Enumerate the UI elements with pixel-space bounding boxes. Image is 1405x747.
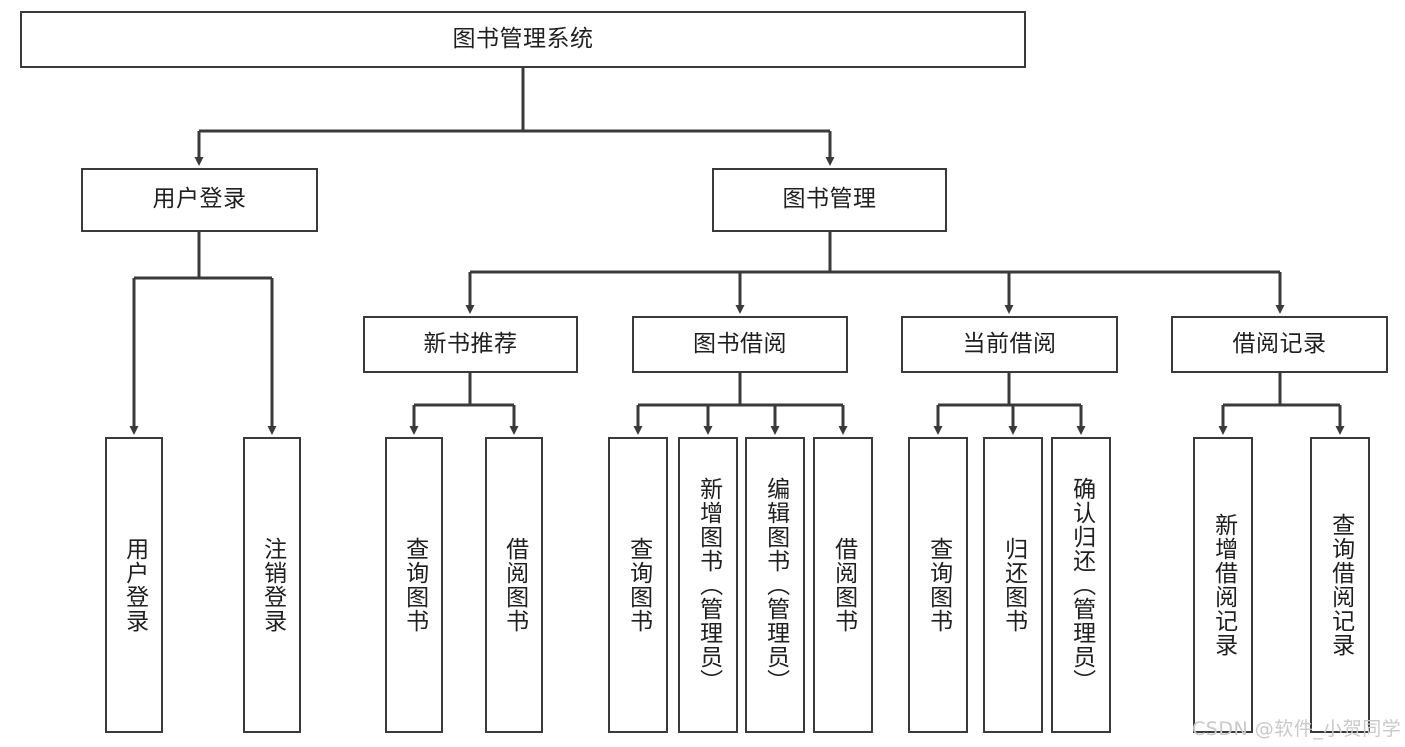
node-label: 新增借阅记录: [1210, 513, 1237, 657]
node-label: 借阅图书: [501, 537, 528, 633]
node-label: 用户登录: [121, 537, 148, 633]
node-borrow-record[interactable]: 借阅记录: [1171, 316, 1388, 373]
node-label: 图书借阅: [693, 330, 787, 357]
node-root-system[interactable]: 图书管理系统: [20, 11, 1026, 68]
node-label: 查询图书: [925, 537, 952, 633]
node-label: 查询图书: [401, 537, 428, 633]
node-label: 借阅图书: [830, 537, 857, 633]
node-label: 新增图书（管理员）: [695, 477, 722, 693]
node-new-book-recommend[interactable]: 新书推荐: [363, 316, 578, 373]
node-label: 用户登录: [152, 186, 247, 213]
node-book-manage[interactable]: 图书管理: [712, 168, 947, 232]
node-leaf-add-book[interactable]: 新增图书（管理员）: [678, 437, 738, 733]
node-label: 当前借阅: [962, 330, 1057, 357]
node-book-borrow[interactable]: 图书借阅: [632, 316, 848, 373]
node-leaf-borrow-book[interactable]: 借阅图书: [813, 437, 873, 733]
node-leaf-borrow-book-recommend[interactable]: 借阅图书: [485, 437, 543, 733]
node-leaf-query-borrow-record[interactable]: 查询借阅记录: [1310, 437, 1370, 733]
node-leaf-add-borrow-record[interactable]: 新增借阅记录: [1193, 437, 1253, 733]
node-label: 图书管理系统: [452, 25, 594, 52]
node-label: 注销登录: [259, 537, 286, 633]
node-current-borrow[interactable]: 当前借阅: [901, 316, 1118, 373]
node-leaf-query-book-current[interactable]: 查询图书: [908, 437, 968, 733]
node-label: 归还图书: [1000, 537, 1027, 633]
node-label: 借阅记录: [1232, 330, 1327, 357]
node-label: 确认归还（管理员）: [1068, 477, 1095, 693]
node-label: 查询借阅记录: [1327, 513, 1354, 657]
node-label: 新书推荐: [423, 330, 518, 357]
node-leaf-query-book-recommend[interactable]: 查询图书: [385, 437, 443, 733]
node-leaf-query-book-borrow[interactable]: 查询图书: [608, 437, 668, 733]
node-leaf-logout[interactable]: 注销登录: [243, 437, 301, 733]
node-user-login[interactable]: 用户登录: [81, 168, 318, 232]
node-label: 查询图书: [625, 537, 652, 633]
node-leaf-user-login[interactable]: 用户登录: [105, 437, 163, 733]
node-label: 图书管理: [782, 186, 877, 213]
node-leaf-return-book[interactable]: 归还图书: [983, 437, 1043, 733]
node-label: 编辑图书（管理员）: [762, 477, 789, 693]
node-leaf-edit-book[interactable]: 编辑图书（管理员）: [745, 437, 805, 733]
node-leaf-confirm-return[interactable]: 确认归还（管理员）: [1051, 437, 1111, 733]
